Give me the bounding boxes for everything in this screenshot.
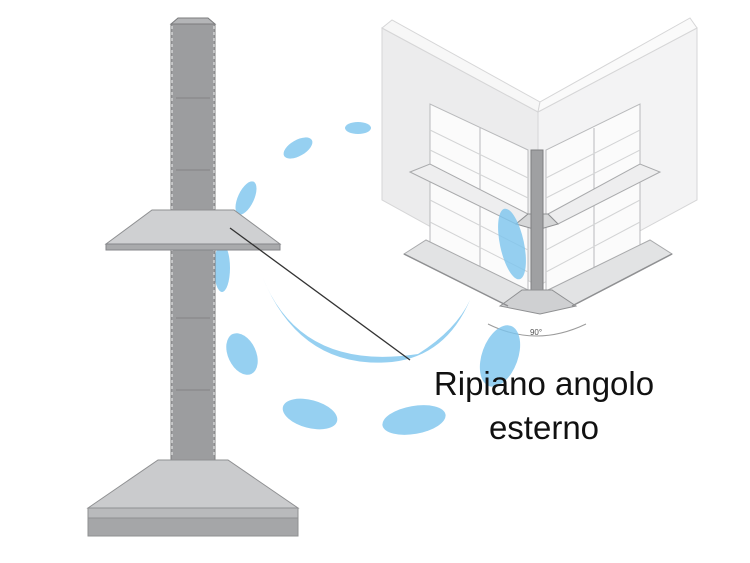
callout-leader-line: [229, 227, 411, 361]
angle-arc: [487, 323, 587, 337]
corner-shelf-edge: [105, 243, 281, 251]
panel-row: [429, 129, 529, 179]
blue-rotation-arrows: [214, 122, 526, 435]
arrow-blob: [498, 208, 526, 280]
arrow-blob: [345, 122, 371, 134]
arrow-blob: [382, 405, 446, 435]
panel-row: [545, 199, 641, 251]
callout-label-line2: esterno: [488, 409, 600, 446]
corner-shelf-top: [104, 209, 282, 245]
column-top-notch: [169, 17, 217, 25]
gondola-upright-column: [86, 17, 300, 537]
panel-row: [545, 129, 641, 179]
panel-row: [545, 149, 641, 199]
corner-base: [498, 289, 578, 315]
wall-top-right: [537, 17, 698, 113]
corner-shelving-unit: 90°: [381, 17, 698, 337]
base-kick: [87, 517, 299, 537]
base-edge: [403, 253, 509, 307]
arrow-blob: [226, 333, 258, 375]
arrow-blob: [235, 181, 257, 215]
callout-label-line1: Ripiano angolo: [433, 365, 655, 402]
arrow-blob: [282, 398, 338, 430]
panel-row: [545, 221, 641, 273]
base-edge: [571, 253, 673, 307]
arrow-blob: [283, 137, 313, 159]
arrow-blob: [214, 244, 230, 292]
panel-row: [429, 149, 529, 199]
corner-upright: [530, 149, 544, 291]
base-plinth: [87, 507, 299, 519]
arrow-blob: [479, 325, 521, 387]
arrow-sweep: [262, 276, 470, 363]
base-hood: [86, 459, 300, 509]
angle-label: 90°: [530, 328, 542, 337]
